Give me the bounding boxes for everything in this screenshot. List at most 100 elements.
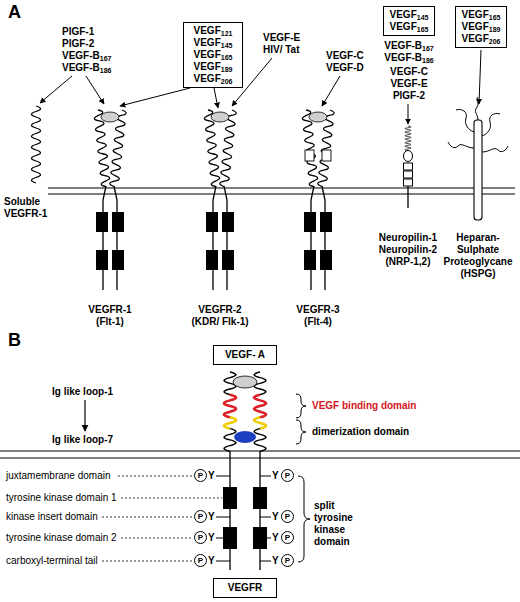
node-text: P xyxy=(198,472,203,480)
neuropilin-chain xyxy=(405,126,411,151)
receptor-tail xyxy=(322,186,325,290)
text-label: VEGF-B167 xyxy=(384,40,433,52)
text-label: Sulphate xyxy=(457,244,499,256)
dimerization-loop xyxy=(254,417,266,428)
text-label: kinase xyxy=(314,524,345,536)
text-label: split xyxy=(314,500,335,512)
brace xyxy=(298,476,310,562)
sugar-chain xyxy=(475,97,478,120)
subscript: 165 xyxy=(489,14,501,21)
receptor-tail xyxy=(114,186,117,290)
phospho-circle: P xyxy=(281,510,294,523)
node-text: VEGFR xyxy=(228,582,262,594)
phospho-circle: P xyxy=(281,469,294,482)
tyrosine-link xyxy=(260,476,271,561)
text-label: tyrosine xyxy=(314,512,353,524)
subscript: 145 xyxy=(417,14,429,21)
node-text: P xyxy=(285,534,290,542)
sugar-chain xyxy=(456,109,474,132)
sugar-chain xyxy=(448,142,474,148)
brace xyxy=(296,420,306,444)
node-text: VEGF189 xyxy=(462,21,501,33)
tyrosine-label: Y xyxy=(272,470,279,482)
phospho-circle: P xyxy=(281,554,294,567)
tyrosine-label: Y xyxy=(208,511,215,523)
text-label: VEGFR-2 xyxy=(198,304,241,316)
node-text: VEGF189 xyxy=(194,61,233,73)
subscript: 206 xyxy=(489,38,501,45)
text-label: tyrosine kinase domain 2 xyxy=(6,532,117,544)
dimerization-contact xyxy=(234,431,256,443)
tyrosine-link xyxy=(216,476,230,561)
text-label: PlGF-2 xyxy=(393,90,425,102)
binding-arrow xyxy=(120,88,190,106)
subscript: 189 xyxy=(489,26,501,33)
membrane-line xyxy=(48,187,515,188)
node-text: VEGF145 xyxy=(194,37,233,49)
receptor-box: VEGFR xyxy=(213,578,277,598)
node-text: P xyxy=(285,472,290,480)
text-label: Neuropilin-1 xyxy=(379,232,437,244)
text-label: domain xyxy=(314,536,350,548)
receptor-tail xyxy=(229,451,230,570)
neuropilin-tail xyxy=(407,186,408,208)
panel-letter: B xyxy=(8,330,21,350)
receptor-tail xyxy=(311,186,314,290)
text-label: (KDR/ Flk-1) xyxy=(191,316,248,328)
node-text: VEGF206 xyxy=(194,73,233,85)
soluble-receptor xyxy=(32,106,41,183)
node-text: P xyxy=(285,557,290,565)
leader-line xyxy=(102,561,193,562)
text-label: juxtamembrane domain xyxy=(6,470,111,482)
subscript: 189 xyxy=(221,66,233,73)
kinase-block xyxy=(223,527,237,549)
node-text: VEGF- A xyxy=(225,349,265,361)
kinase-block xyxy=(112,212,124,232)
subscript: 186 xyxy=(422,57,434,64)
text-label: PlGF-2 xyxy=(62,38,94,50)
binding-arrow xyxy=(408,104,409,124)
binding-arrow xyxy=(40,76,72,103)
receptor-tail xyxy=(259,451,260,570)
text-label: VEGF-C xyxy=(326,50,364,62)
kinase-block xyxy=(112,250,124,270)
subscript: 206 xyxy=(221,78,233,85)
binding-arrow xyxy=(214,88,218,108)
text-label: VEGFR-3 xyxy=(296,304,339,316)
tyrosine-label: Y xyxy=(272,532,279,544)
cleavage-site xyxy=(305,150,314,161)
leader-lines xyxy=(102,476,222,561)
dimerization-loop xyxy=(224,417,236,428)
neuropilin-domain xyxy=(404,163,413,170)
text-label: VEGF-C xyxy=(390,66,428,78)
text-label: Neuropilin-2 xyxy=(379,244,437,256)
text-label: VEGF binding domain xyxy=(312,400,416,412)
subscript: 167 xyxy=(422,45,434,52)
text-label: Ig like loop-1 xyxy=(52,386,113,398)
kinase-block xyxy=(304,212,316,232)
tyrosine-label: Y xyxy=(272,511,279,523)
kinase-block xyxy=(253,487,267,509)
kinase-block xyxy=(320,212,332,232)
text-label: carboxyl-terminal tail xyxy=(6,555,98,567)
binding-loop xyxy=(254,395,266,418)
text-label: VEGF-B167 xyxy=(62,50,111,62)
text-label: VEGF-E xyxy=(263,32,300,44)
kinase-block xyxy=(222,212,234,232)
binding-arrow xyxy=(86,76,104,104)
phospho-circle: P xyxy=(194,531,207,544)
panel-letter: A xyxy=(8,2,21,22)
neuropilin-domain xyxy=(404,171,413,178)
text-label: (Flt-4) xyxy=(304,316,332,328)
receptor-tail xyxy=(224,186,227,290)
subscript: 121 xyxy=(221,30,233,37)
subscript: 165 xyxy=(417,26,429,33)
ligand-box: VEGF145VEGF165 xyxy=(383,6,435,36)
text-label: Proteoglycane xyxy=(444,256,513,268)
text-label: PlGF-1 xyxy=(62,26,94,38)
node-text: P xyxy=(285,513,290,521)
node-text: P xyxy=(198,513,203,521)
neuropilin-domain xyxy=(404,151,413,162)
node-text: VEGF121 xyxy=(194,25,233,37)
